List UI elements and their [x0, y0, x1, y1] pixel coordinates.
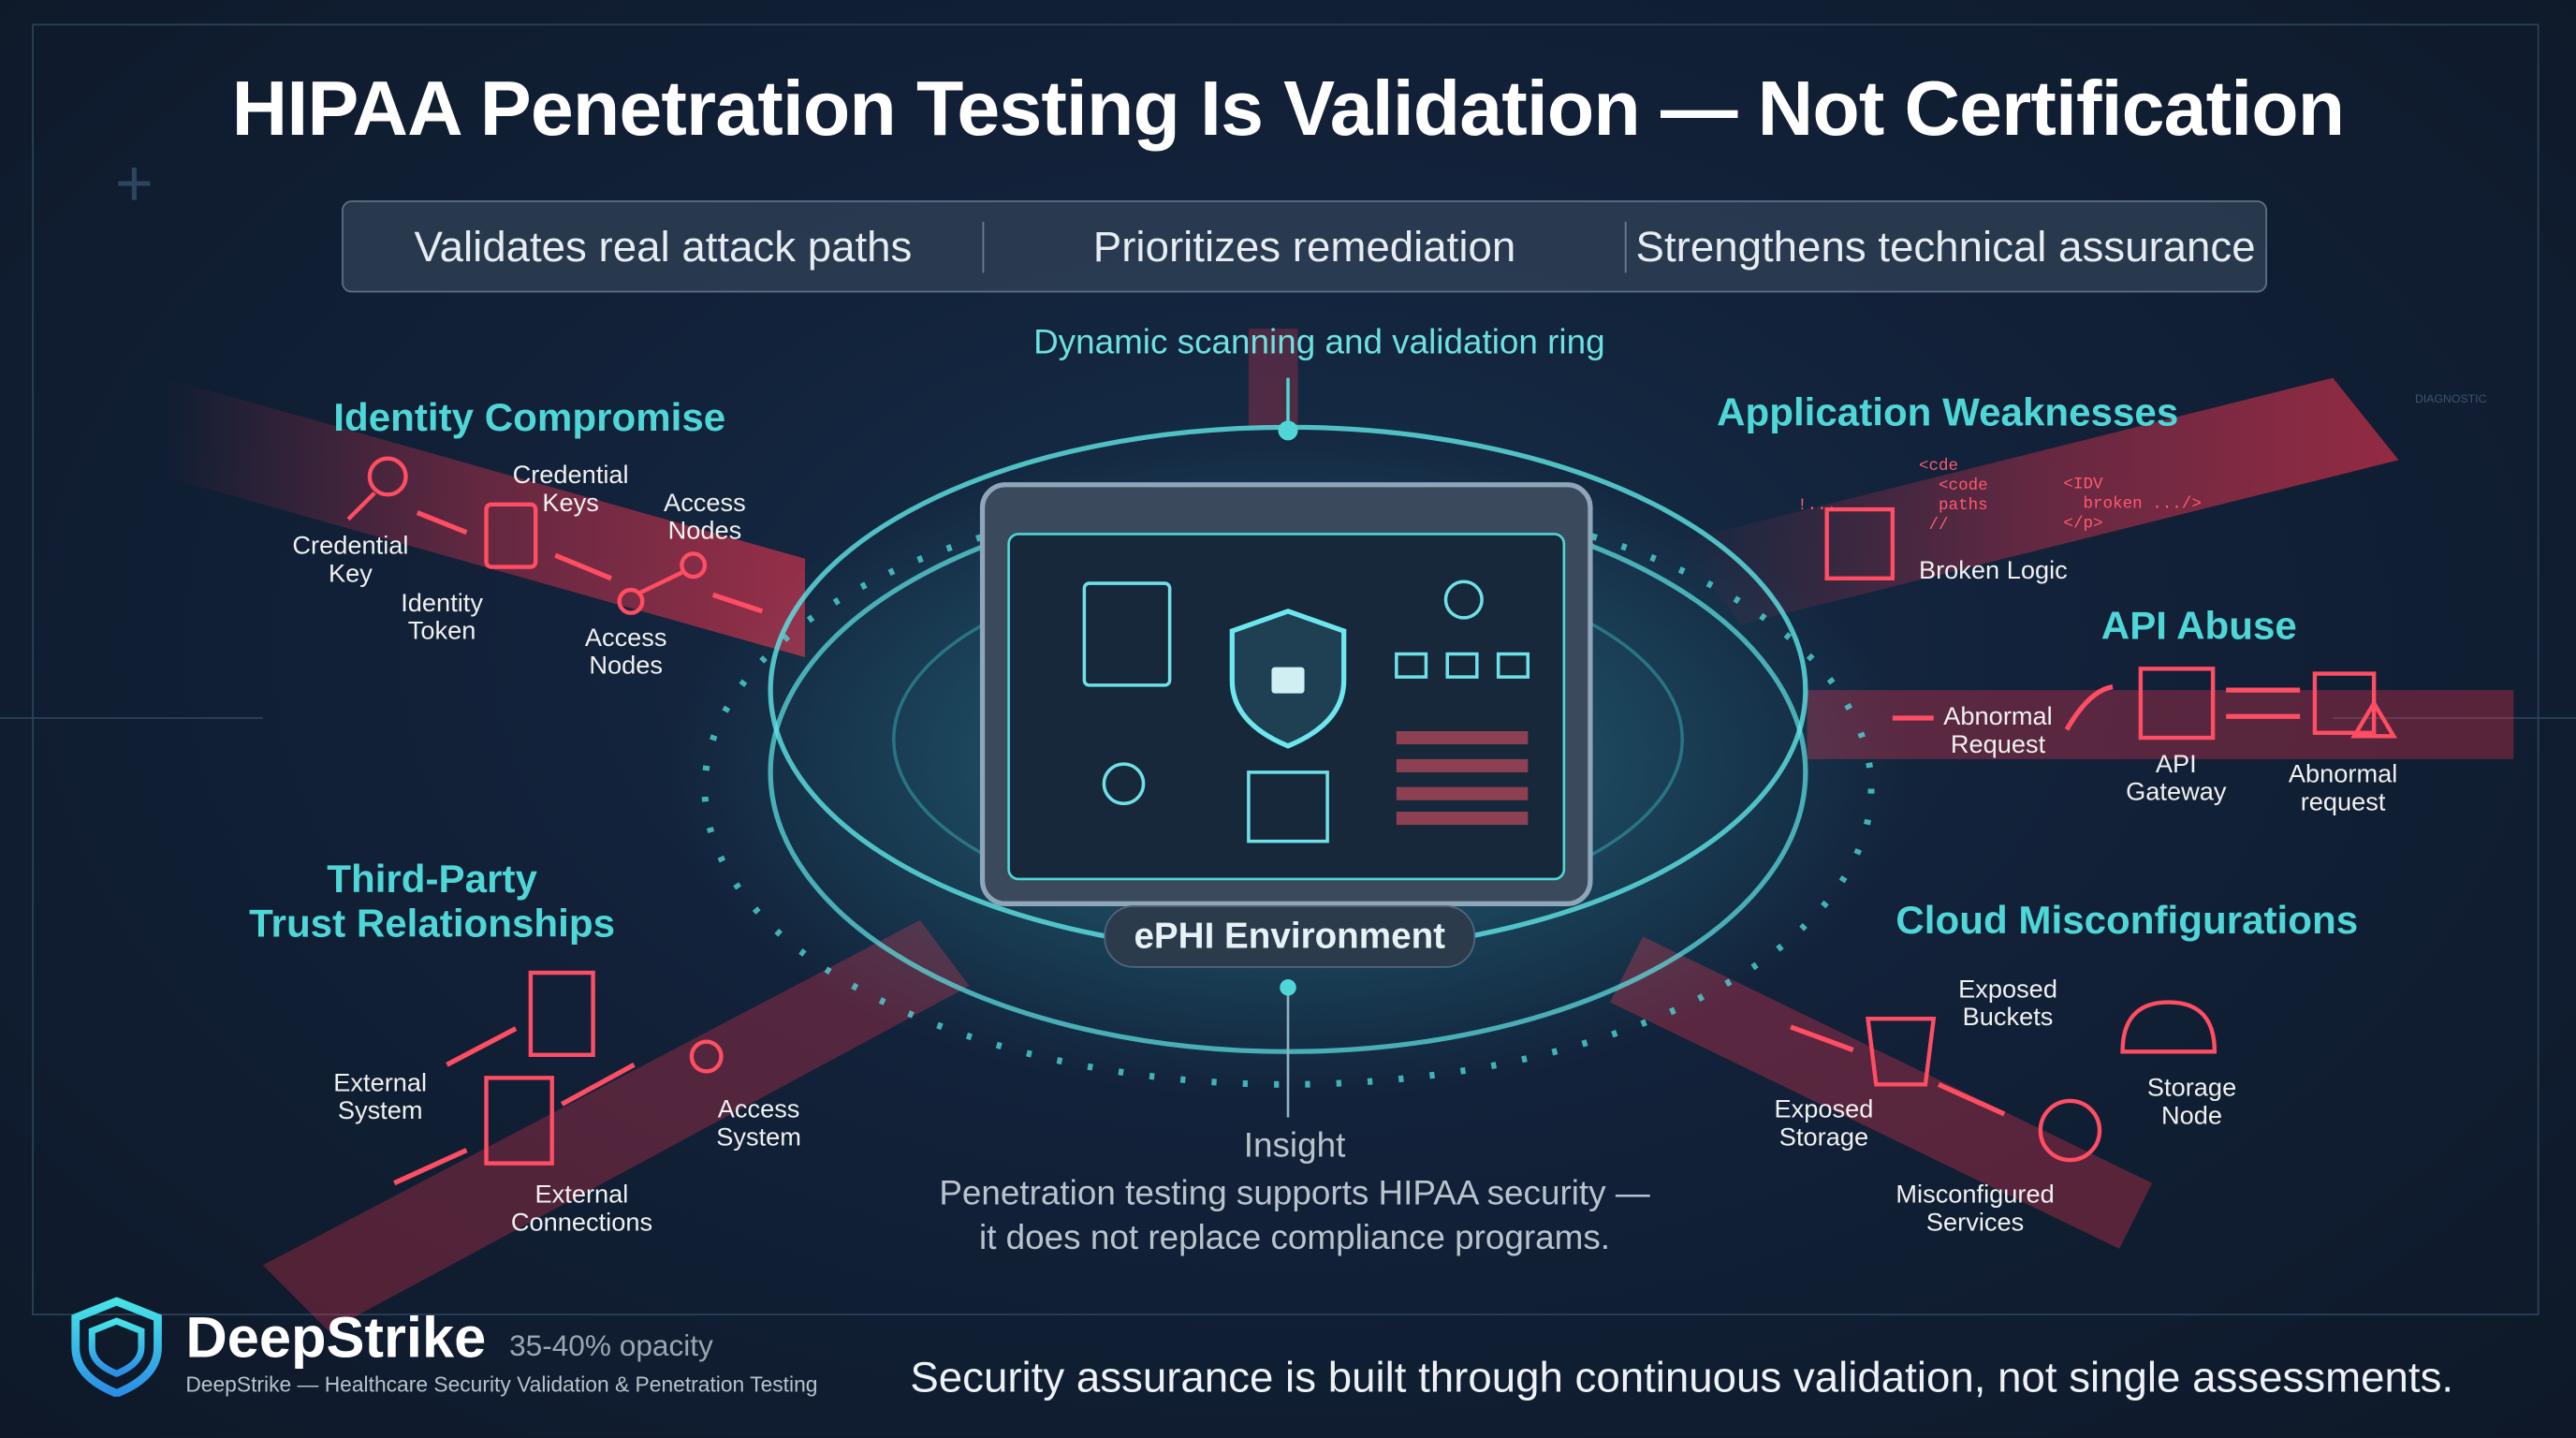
broken-logic-label: Broken Logic: [1918, 556, 2068, 585]
credential-key-label: Credential Key: [292, 532, 409, 589]
exposed-buckets-label: Exposed Buckets: [1958, 976, 2057, 1033]
access-nodes-bottom-label: Access Nodes: [584, 624, 667, 681]
ephi-monitor: [979, 482, 1593, 906]
abnormal-request2-label: Abnormal request: [2288, 760, 2398, 817]
api-gateway-icon: [2138, 667, 2216, 741]
identity-token-label: Identity Token: [401, 590, 483, 646]
insight-line-1: Penetration testing supports HIPAA secur…: [939, 1174, 1650, 1213]
access-system-label: Access System: [716, 1095, 801, 1152]
deepstrike-shield-logo-icon: [71, 1297, 162, 1397]
api-heading: API Abuse: [2100, 604, 2297, 650]
external-connections-label: External Connections: [510, 1181, 653, 1238]
api-gateway-label: API Gateway: [2126, 751, 2227, 807]
misconfigured-services-label: Misconfigured Services: [1895, 1181, 2055, 1238]
gear-cloud-icon: [2038, 1098, 2102, 1163]
identity-heading: Identity Compromise: [333, 395, 726, 441]
abnormal-request-label: Abnormal Request: [1943, 703, 2053, 759]
credential-keys-label: Credential Keys: [512, 462, 629, 518]
external-window-icon: [528, 970, 595, 1057]
bucket-icon: [1866, 1016, 1937, 1087]
cloud-warning-icon: [2120, 1000, 2217, 1054]
records-icon: [1082, 581, 1172, 687]
page-title: HIPAA Penetration Testing Is Validation …: [231, 64, 2346, 152]
database-icon: [1443, 580, 1484, 620]
network-icon: [1102, 762, 1146, 805]
insight-line-2: it does not replace compliance programs.: [979, 1219, 1611, 1257]
ephi-environment-label: ePHI Environment: [1104, 905, 1476, 968]
diagnostic-label: DIAGNOSTIC: [2414, 394, 2487, 406]
application-heading: Application Weaknesses: [1717, 390, 2179, 436]
key-icon: [367, 456, 408, 497]
tagline: Security assurance is built through cont…: [910, 1352, 2454, 1402]
brand-name: DeepStrike: [185, 1306, 487, 1371]
external-connection-icon: [484, 1076, 554, 1166]
insight-title: Insight: [1243, 1126, 1346, 1166]
pillar-attack-paths: Validates real attack paths: [414, 221, 913, 271]
code-snippet-b: <IDV broken .../> </p>: [2063, 476, 2202, 535]
code-snippet-c: !...: [1797, 497, 1837, 517]
storage-node-label: Storage Node: [2146, 1074, 2237, 1131]
brand-opacity-note: 35-40% opacity: [509, 1328, 713, 1362]
pillar-remediation: Prioritizes remediation: [983, 221, 1624, 272]
ring-label: Dynamic scanning and validation ring: [1033, 323, 1605, 362]
access-key-icon: [689, 1039, 724, 1074]
plus-decor-icon: +: [115, 145, 154, 219]
exposed-storage-label: Exposed Storage: [1774, 1095, 1874, 1152]
code-snippet-a: <cde <code paths //: [1918, 458, 1988, 536]
pillar-bar: Validates real attack paths Prioritizes …: [342, 200, 2268, 293]
access-node-icon: [617, 587, 645, 615]
access-nodes-top-label: Access Nodes: [664, 490, 746, 546]
cloud-heading: Cloud Misconfigurations: [1895, 899, 2359, 944]
third-party-heading: Third-Party Trust Relationships: [249, 858, 616, 946]
id-card-icon: [484, 502, 538, 569]
code-window-icon: [1824, 506, 1895, 580]
external-system-label: External System: [333, 1069, 428, 1126]
pillar-assurance: Strengthens technical assurance: [1624, 221, 2265, 272]
brand-subtitle: DeepStrike — Healthcare Security Validat…: [185, 1372, 818, 1397]
